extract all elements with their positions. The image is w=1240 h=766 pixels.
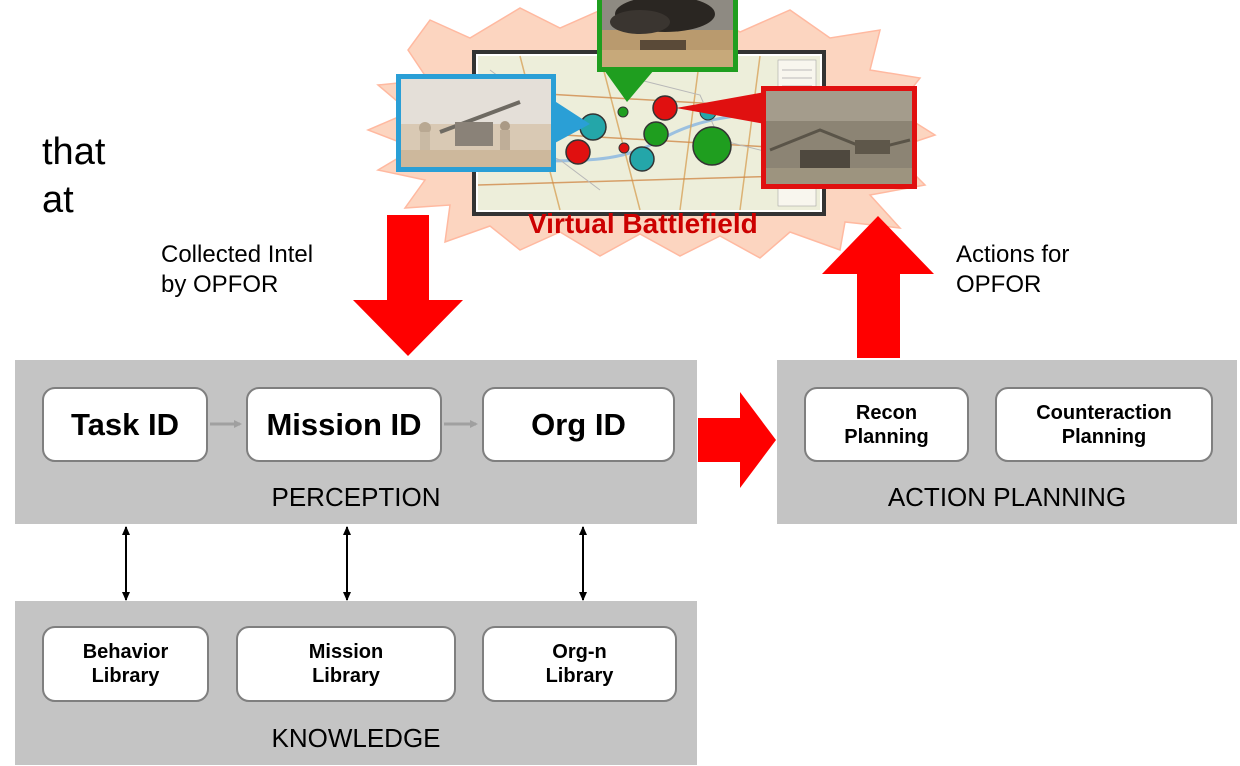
blue-unit-marker [629,146,655,172]
red-intel-photo [676,86,917,189]
actions-caption: Actions for OPFOR [956,241,1070,298]
org-library-box[interactable]: Org-n Library [482,626,677,702]
counteraction-planning-box[interactable]: Counteraction Planning [995,387,1213,462]
red-unit-marker [565,139,591,165]
mission-library-box[interactable]: Mission Library [236,626,456,702]
virtual-battlefield-label: Virtual Battlefield [528,208,758,239]
red-unit-marker [652,95,678,121]
green-unit-marker [617,106,629,118]
blue-intel-photo [396,74,590,172]
perception-label: PERCEPTION [271,482,441,512]
recon-planning-box[interactable]: Recon Planning [804,387,969,462]
cut-off-line-2: at [42,179,74,221]
cut-off-line-1: that [42,131,106,173]
collected-intel-caption: Collected Intel by OPFOR [161,241,314,298]
red-unit-marker [618,142,630,154]
task-id-box[interactable]: Task ID [42,387,208,462]
knowledge-label: KNOWLEDGE [271,723,441,753]
action-planning-label: ACTION PLANNING [887,482,1127,512]
behavior-library-box[interactable]: Behavior Library [42,626,209,702]
perception-to-planning-arrow [698,392,776,488]
green-intel-photo [597,0,738,102]
intel-down-arrow [353,215,463,356]
actions-up-arrow [822,216,934,358]
action-planning-panel: Recon Planning Counteraction Planning AC… [777,360,1237,524]
perception-panel: Task ID Mission ID Org ID PERCEPTION [15,360,697,524]
cut-off-text: that at [42,128,105,224]
mission-id-box[interactable]: Mission ID [246,387,442,462]
green-unit-marker [692,126,732,166]
knowledge-panel: Behavior Library Mission Library Org-n L… [15,601,697,765]
green-unit-marker [643,121,669,147]
org-id-box[interactable]: Org ID [482,387,675,462]
